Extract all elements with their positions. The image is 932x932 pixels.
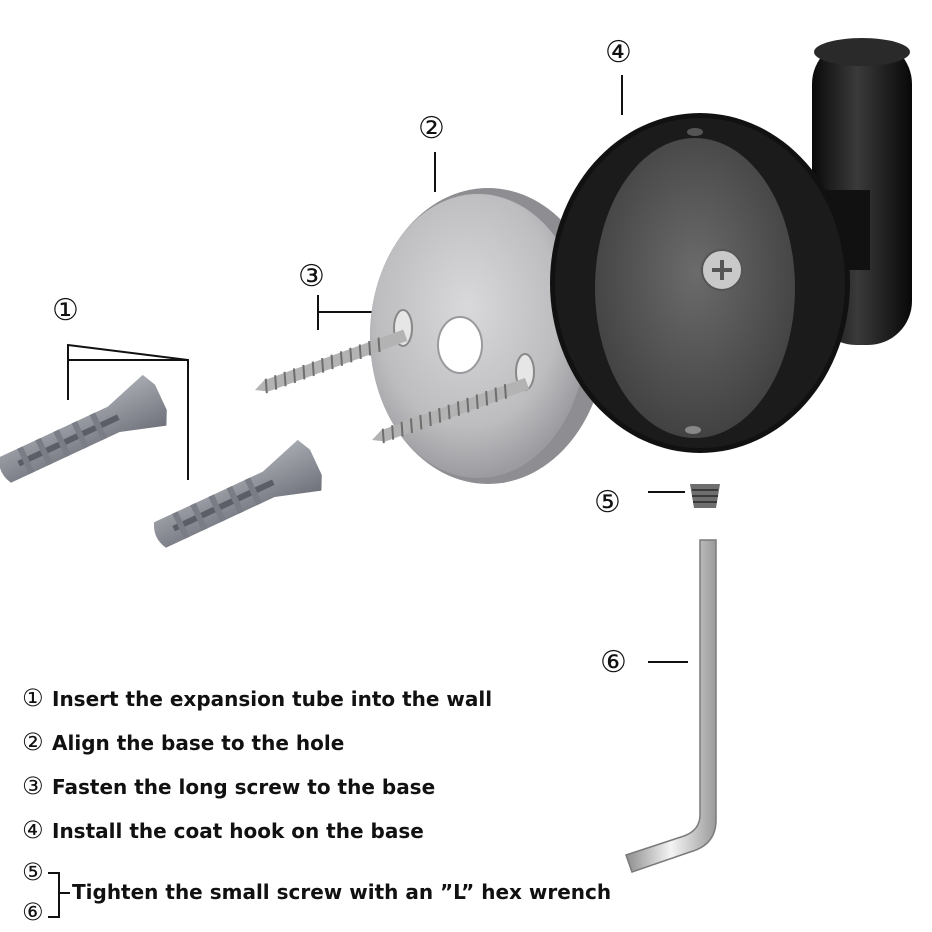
set-screw-icon — [690, 484, 720, 508]
step-1-number: ① — [22, 684, 44, 712]
step-1-text: Insert the expansion tube into the wall — [52, 687, 493, 711]
hex-wrench-icon — [625, 539, 717, 873]
step-4: ④ Install the coat hook on the base — [22, 816, 424, 844]
step-bracket — [48, 872, 60, 918]
step-3-number: ③ — [22, 772, 44, 800]
long-screw-icon — [255, 329, 530, 444]
step-2-text: Align the base to the hole — [52, 731, 345, 755]
expansion-tube-icon — [0, 374, 322, 548]
step-5-6-text: Tighten the small screw with an ”L” hex … — [72, 880, 612, 904]
step-bracket-tick — [58, 892, 70, 894]
step-6-number: ⑥ — [22, 898, 44, 926]
step-4-number: ④ — [22, 816, 44, 844]
callout-1: ① — [52, 293, 79, 328]
step-4-text: Install the coat hook on the base — [52, 819, 424, 843]
callout-6: ⑥ — [600, 645, 627, 680]
coat-hook-icon — [550, 38, 912, 453]
callout-5: ⑤ — [594, 485, 621, 520]
callout-2: ② — [418, 111, 445, 146]
step-3-text: Fasten the long screw to the base — [52, 775, 436, 799]
callout-3: ③ — [298, 259, 325, 294]
step-5-number: ⑤ — [22, 858, 44, 886]
step-2-number: ② — [22, 728, 44, 756]
step-3: ③ Fasten the long screw to the base — [22, 772, 435, 800]
step-1: ① Insert the expansion tube into the wall — [22, 684, 492, 712]
step-2: ② Align the base to the hole — [22, 728, 344, 756]
callout-4: ④ — [605, 35, 632, 70]
base-plate-icon — [370, 188, 606, 484]
